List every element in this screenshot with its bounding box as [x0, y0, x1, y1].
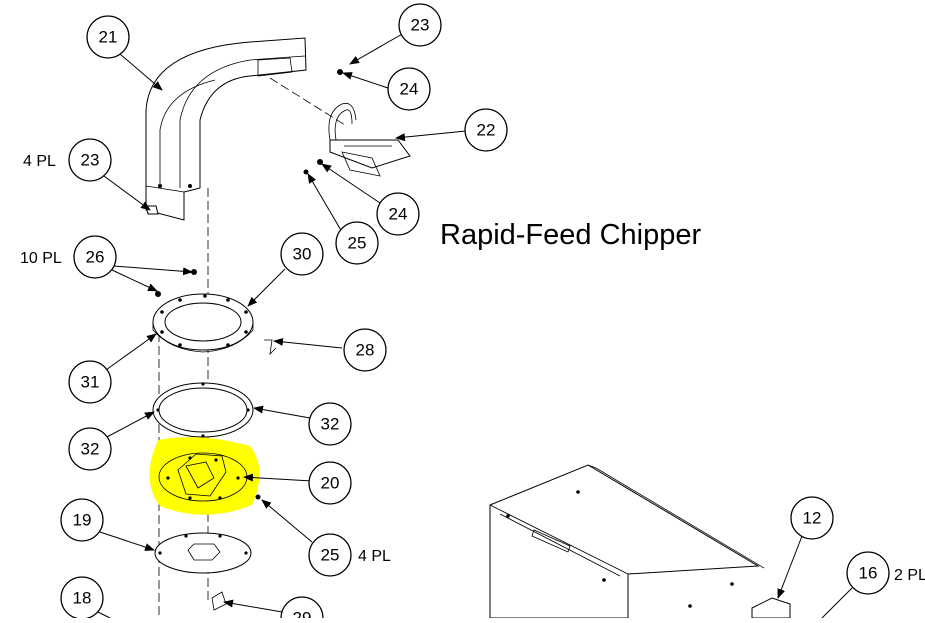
hood-link-line [269, 77, 346, 126]
svg-text:26: 26 [86, 248, 105, 267]
balloon-16: 16 [846, 551, 890, 595]
balloon-25-bottom: 25 [308, 533, 352, 577]
balloon-21: 21 [86, 15, 130, 59]
top-flange-ring-part [152, 293, 254, 353]
svg-text:24: 24 [400, 80, 419, 99]
balloon-12: 12 [790, 496, 834, 540]
balloon-32-right: 32 [308, 402, 352, 446]
svg-text:18: 18 [73, 589, 92, 608]
hardware-23-bolt [145, 205, 159, 215]
balloon-23-left: 23 [68, 138, 112, 182]
note-4pl-25: 4 PL [358, 548, 391, 565]
note-10pl-26: 10 PL [20, 250, 62, 267]
svg-text:23: 23 [411, 16, 430, 35]
svg-text:28: 28 [356, 341, 375, 360]
svg-text:30: 30 [293, 245, 312, 264]
balloon-20: 20 [308, 461, 352, 505]
bottom-plate-part [154, 532, 252, 574]
svg-text:16: 16 [859, 564, 878, 583]
discharge-hood-part [145, 37, 307, 221]
svg-text:31: 31 [81, 373, 100, 392]
balloon-23-top: 23 [398, 3, 442, 47]
svg-text:12: 12 [803, 509, 822, 528]
bracket-29-part [211, 591, 227, 611]
svg-text:24: 24 [389, 205, 408, 224]
diagram-title: Rapid-Feed Chipper [440, 219, 701, 251]
svg-text:25: 25 [348, 234, 367, 253]
svg-text:21: 21 [99, 28, 118, 47]
balloon-31: 31 [68, 360, 112, 404]
svg-text:32: 32 [81, 440, 100, 459]
balloon-32-left: 32 [68, 427, 112, 471]
balloon-24-top: 24 [387, 67, 431, 111]
leader-lines [97, 32, 853, 619]
hardware-25-washer [303, 169, 309, 175]
svg-text:32: 32 [321, 415, 340, 434]
svg-text:25: 25 [321, 546, 340, 565]
note-2pl-16: 2 PL [894, 567, 925, 584]
latch-part [264, 339, 277, 356]
balloon-19: 19 [60, 498, 104, 542]
svg-text:19: 19 [73, 511, 92, 530]
gasket-ring-part [152, 382, 254, 438]
hopper-part [489, 464, 765, 619]
deflector-part [328, 102, 411, 177]
balloon-22: 22 [464, 108, 508, 152]
balloon-18: 18 [60, 576, 104, 620]
balloon-28: 28 [343, 328, 387, 372]
highlight-mark [149, 437, 260, 515]
svg-text:23: 23 [81, 151, 100, 170]
svg-text:22: 22 [477, 121, 496, 140]
balloon-29: 29 [280, 596, 324, 623]
note-4pl-23: 4 PL [23, 153, 56, 170]
balloon-25-top: 25 [335, 221, 379, 265]
svg-text:29: 29 [293, 609, 312, 619]
balloon-26: 26 [73, 235, 117, 279]
svg-text:20: 20 [321, 474, 340, 493]
balloon-30: 30 [280, 232, 324, 276]
hardware-25-lower [255, 494, 261, 500]
hardware-26-bolts [155, 269, 197, 297]
balloon-24-mid: 24 [376, 192, 420, 236]
hopper-fitting-part [751, 597, 791, 619]
